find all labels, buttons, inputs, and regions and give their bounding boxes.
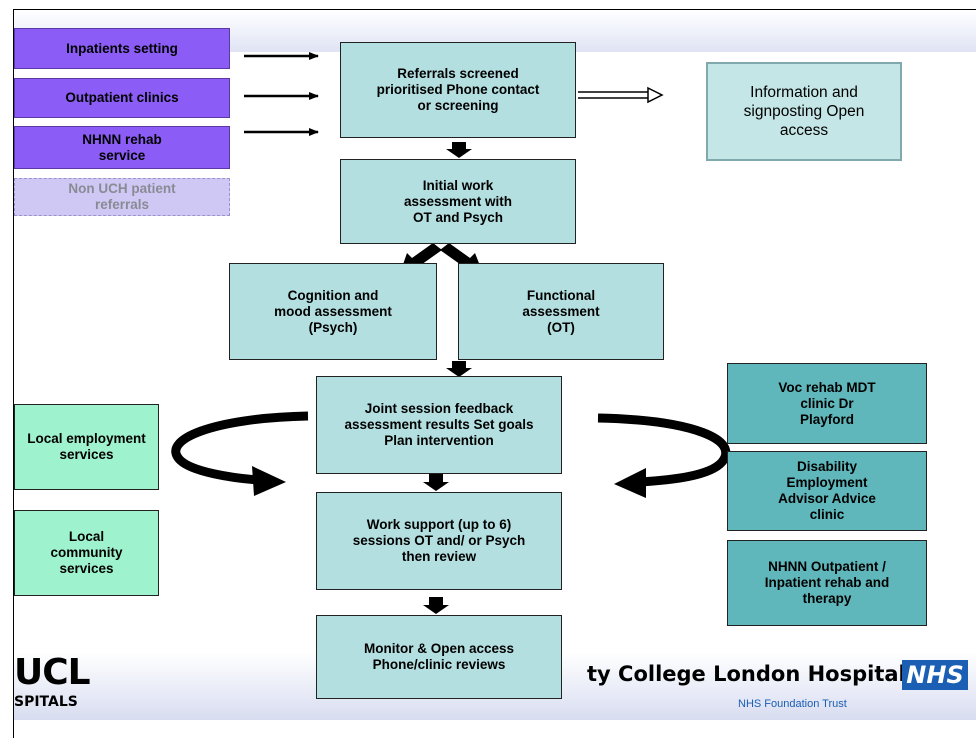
- source-outpatient: Outpatient clinics: [14, 78, 230, 118]
- box-local-community: Local community services: [14, 510, 159, 596]
- box-information: Information and signposting Open access: [706, 62, 902, 161]
- referrals-label: Referrals screened prioritised Phone con…: [376, 66, 540, 113]
- nhs-logo: NHS: [902, 660, 968, 690]
- source-outpatient-label: Outpatient clinics: [65, 90, 179, 105]
- curved-arrow-right: [597, 413, 731, 487]
- arrow-to-info: [578, 86, 664, 104]
- frame-top-line: [13, 9, 976, 10]
- box-referrals: Referrals screened prioritised Phone con…: [340, 42, 576, 138]
- box-local-employment: Local employment services: [14, 404, 159, 490]
- curved-arrow-left: [171, 411, 309, 485]
- initial-assessment-label: Initial work assessment with OT and Psyc…: [403, 177, 513, 225]
- joint-session-label: Joint session feedback assessment result…: [344, 401, 534, 448]
- work-support-label: Work support (up to 6) sessions OT and/ …: [352, 517, 526, 564]
- box-voc-rehab: Voc rehab MDT clinic Dr Playford: [727, 363, 927, 444]
- source-inpatients: Inpatients setting: [14, 28, 230, 69]
- box-work-support: Work support (up to 6) sessions OT and/ …: [316, 492, 562, 590]
- frame-left-line: [13, 9, 14, 738]
- source-nhnn-rehab-label: NHNN rehab service: [82, 131, 162, 163]
- trust-subtitle: NHS Foundation Trust: [738, 698, 847, 710]
- down-arrow-1: [446, 142, 472, 158]
- source-non-uch-label: Non UCH patient referrals: [68, 181, 176, 212]
- local-community-label: Local community services: [50, 529, 123, 576]
- cognition-label: Cognition and mood assessment (Psych): [274, 287, 392, 335]
- box-monitor: Monitor & Open access Phone/clinic revie…: [316, 615, 562, 699]
- local-employment-label: Local employment services: [27, 431, 146, 462]
- down-arrow-3: [446, 361, 472, 377]
- monitor-label: Monitor & Open access Phone/clinic revie…: [363, 641, 515, 672]
- functional-label: Functional assessment (OT): [522, 287, 600, 335]
- source-nhnn-rehab: NHNN rehab service: [14, 126, 230, 169]
- nhnn-outpatient-label: NHNN Outpatient / Inpatient rehab and th…: [764, 559, 890, 606]
- trust-name: ty College London Hospitals: [587, 662, 919, 686]
- box-joint-session: Joint session feedback assessment result…: [316, 376, 562, 474]
- box-cognition: Cognition and mood assessment (Psych): [229, 263, 437, 360]
- down-arrow-5: [423, 597, 449, 614]
- box-nhnn-outpatient: NHNN Outpatient / Inpatient rehab and th…: [727, 540, 927, 626]
- ucl-logo: UCL: [14, 652, 91, 693]
- voc-rehab-label: Voc rehab MDT clinic Dr Playford: [778, 379, 876, 427]
- box-functional: Functional assessment (OT): [458, 263, 664, 360]
- down-arrow-4: [423, 474, 449, 491]
- disability-employment-label: Disability Employment Advisor Advice cli…: [778, 459, 876, 522]
- box-initial-assessment: Initial work assessment with OT and Psyc…: [340, 159, 576, 244]
- source-inpatients-label: Inpatients setting: [66, 40, 178, 56]
- source-non-uch: Non UCH patient referrals: [14, 178, 230, 216]
- ucl-hospitals-text: SPITALS: [14, 694, 78, 710]
- box-disability-employment: Disability Employment Advisor Advice cli…: [727, 451, 927, 531]
- information-label: Information and signposting Open access: [743, 84, 865, 139]
